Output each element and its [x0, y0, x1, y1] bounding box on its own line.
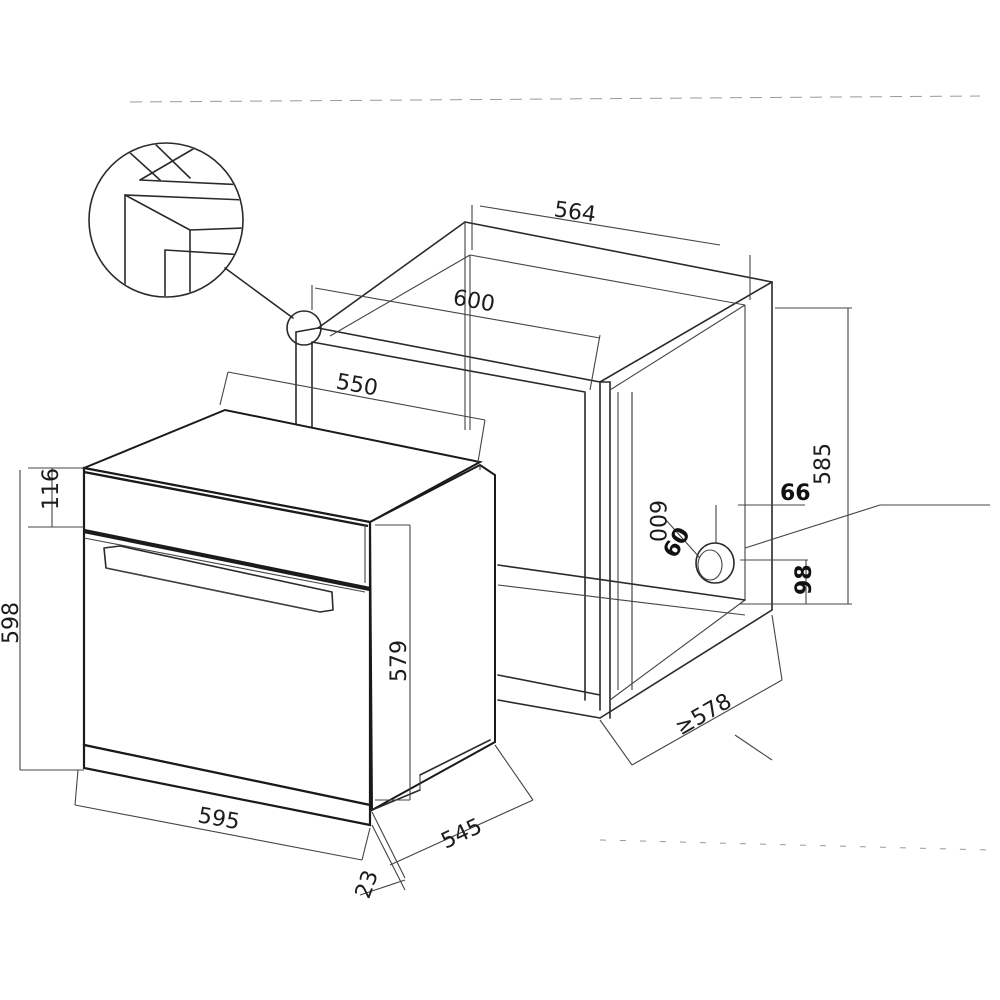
dim-vent-bottom: 98: [792, 564, 817, 595]
oven: [80, 408, 496, 827]
corner-detail: [88, 142, 322, 346]
scan-noise: [129, 95, 991, 851]
dim-body-height: 579: [387, 640, 412, 682]
detail-leader: [224, 267, 294, 319]
dim-vent-offset: 66: [780, 481, 811, 506]
dim-oven-top-depth: 550: [334, 370, 380, 402]
vent-hole-icon: [695, 542, 735, 584]
detail-magnifier-icon: [88, 142, 244, 298]
dim-oven-height: 598: [0, 602, 24, 644]
dim-niche-height: 600: [644, 500, 669, 542]
cabinet-niche: [295, 221, 773, 719]
dimension-lines: [19, 205, 990, 896]
dim-panel-height: 116: [39, 468, 64, 510]
dim-cabinet-depth: 564: [552, 197, 597, 228]
dim-body-depth: 545: [438, 814, 487, 854]
dim-min-depth: ≥578: [671, 689, 736, 741]
dim-cabinet-height: 585: [811, 443, 836, 485]
dim-oven-width: 595: [196, 803, 242, 835]
dim-front-thickness: 23: [351, 867, 384, 902]
